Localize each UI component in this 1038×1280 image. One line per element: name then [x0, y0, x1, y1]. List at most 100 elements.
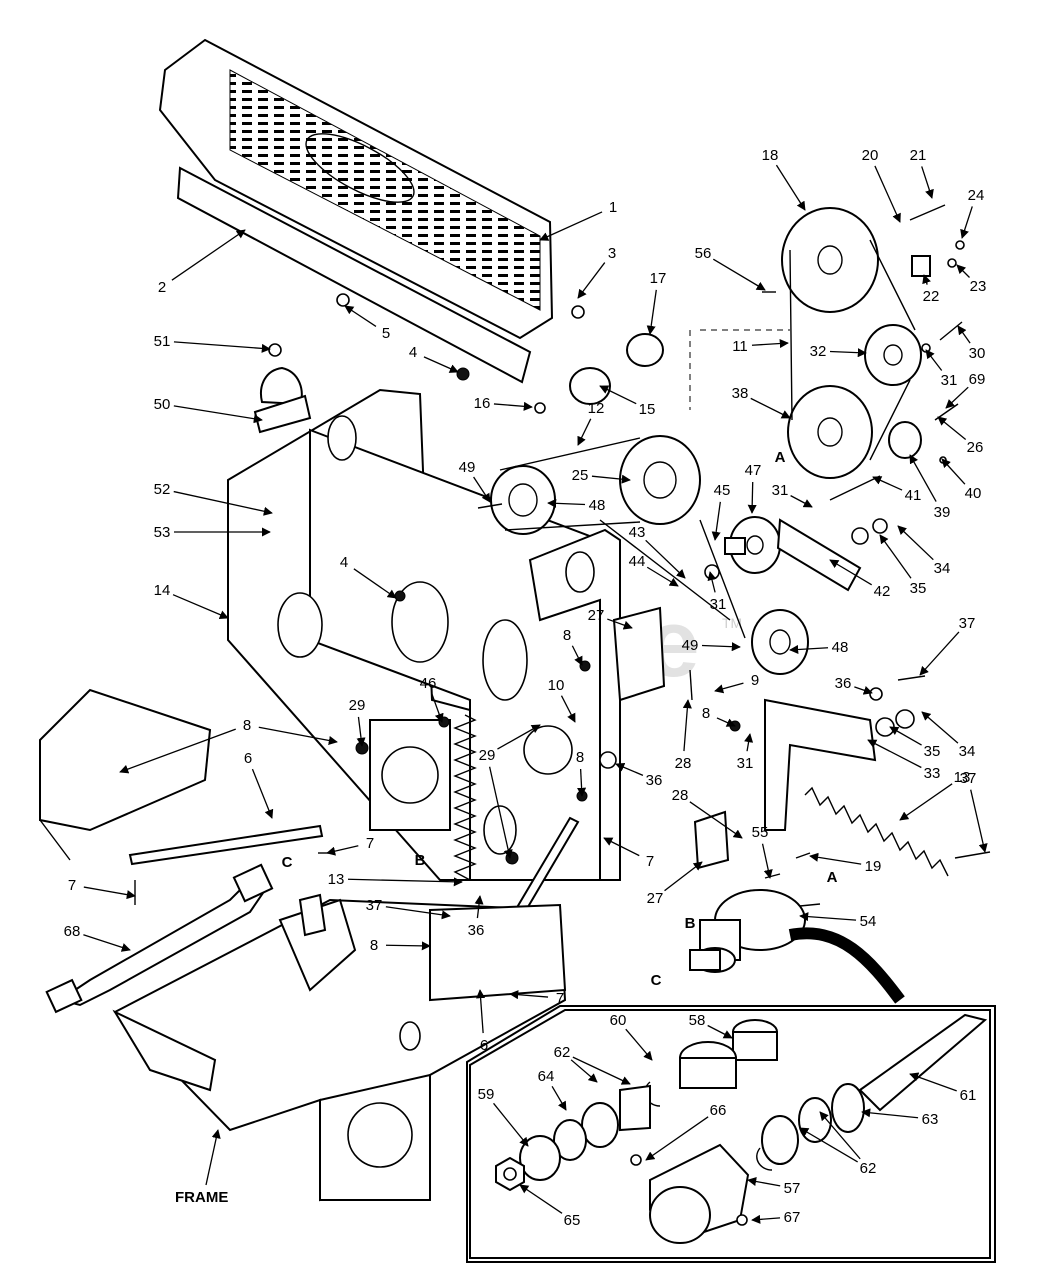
callout-leader: [646, 566, 679, 587]
callout-c-36b: 36: [646, 772, 663, 789]
callout-c-8b: 8: [243, 717, 251, 734]
callout-c-33: 33: [924, 765, 941, 782]
callout-leader: [356, 716, 366, 747]
callout-c-35a: 35: [910, 580, 927, 597]
drive-shaft: [45, 863, 274, 1014]
callout-leader: [960, 206, 973, 239]
pulley-group-left: [477, 435, 701, 535]
callout-c-39: 39: [934, 504, 951, 521]
callout-c-8c: 8: [702, 705, 710, 722]
callout-leader: [899, 783, 953, 821]
callout-leader: [789, 644, 829, 655]
callout-leader: [615, 762, 644, 776]
callout-c-17: 17: [650, 270, 667, 287]
callout-c-7b: 7: [646, 853, 654, 870]
callout-c-27a: 27: [588, 607, 605, 624]
callout-leader: [172, 594, 229, 619]
callout-leader: [326, 845, 359, 856]
callout-c-15: 15: [639, 401, 656, 418]
callout-leader: [625, 1028, 653, 1061]
callout-c-28b: 28: [672, 787, 689, 804]
callout-leader: [956, 264, 970, 278]
idler-assembly: [599, 475, 888, 675]
callout-leader: [547, 498, 586, 508]
spindle-detail-inset: [466, 1005, 996, 1263]
callout-c-10: 10: [548, 677, 565, 694]
pulley-group-right: [689, 204, 965, 479]
callout-c-8a: 8: [563, 627, 571, 644]
callout-leader: [577, 768, 587, 797]
callout-c-4a: 4: [409, 344, 417, 361]
callout-c-23: 23: [970, 278, 987, 295]
callout-leader: [829, 348, 867, 358]
callout-c-22: 22: [923, 288, 940, 305]
callout-c-69: 69: [969, 371, 986, 388]
callout-c-35b: 35: [924, 743, 941, 760]
callout-c-44: 44: [629, 553, 646, 570]
callout-leader: [258, 726, 338, 745]
callout-c-29a: 29: [349, 697, 366, 714]
callout-leader: [353, 568, 397, 599]
callout-c-16: 16: [474, 395, 491, 412]
callout-c-C1: C: [282, 854, 293, 871]
callout-c-36c: 36: [468, 922, 485, 939]
callout-leader: [509, 990, 549, 1000]
callout-leader: [347, 877, 463, 887]
callout-leader: [751, 338, 789, 349]
callout-leader: [921, 711, 959, 744]
callout-c-11: 11: [732, 338, 748, 355]
callout-leader: [572, 1056, 631, 1085]
spindle-housing: [689, 852, 905, 1004]
callout-c-34b: 34: [959, 743, 976, 760]
callout-leader: [925, 349, 943, 371]
callout-leader: [599, 385, 637, 405]
callout-c-30: 30: [969, 345, 986, 362]
callout-c-14: 14: [154, 582, 171, 599]
callout-leader: [790, 495, 813, 508]
callout-c-32: 32: [810, 343, 827, 360]
callout-c-46: 46: [420, 675, 437, 692]
frame-assembly: [39, 688, 567, 1202]
callout-c-18: 18: [762, 147, 779, 164]
callout-c-52: 52: [154, 481, 171, 498]
callout-c-27b: 27: [647, 890, 664, 907]
callout-leader: [493, 1102, 529, 1147]
callout-leader: [577, 418, 592, 446]
callout-leader: [344, 305, 377, 327]
callout-leader: [423, 356, 459, 373]
callout-leader: [712, 258, 766, 291]
callout-c-67: 67: [784, 1209, 801, 1226]
callout-c-31d: 31: [737, 755, 754, 772]
callout-c-B1: B: [415, 852, 426, 869]
callout-c-4b: 4: [340, 554, 348, 571]
callout-leader: [603, 837, 640, 857]
callout-c-50: 50: [154, 396, 171, 413]
callout-leader: [941, 458, 966, 485]
callout-leader: [872, 476, 903, 491]
callout-c-65: 65: [564, 1212, 581, 1229]
callout-c-48b: 48: [832, 639, 849, 656]
callout-leader: [645, 539, 686, 579]
callout-leader: [476, 989, 486, 1034]
callout-c-37a: 37: [959, 615, 976, 632]
callout-c-37c: 37: [366, 897, 383, 914]
callout-leader: [701, 642, 741, 652]
callout-leader: [854, 686, 873, 695]
callout-leader: [577, 262, 606, 299]
callout-c-59: 59: [478, 1086, 495, 1103]
callout-c-7a: 7: [366, 835, 374, 852]
callout-c-40: 40: [965, 485, 982, 502]
callout-leader: [909, 1072, 957, 1092]
callout-leader: [493, 401, 533, 411]
callout-c-13b: 13: [328, 871, 345, 888]
callout-c-8e: 8: [370, 937, 378, 954]
callout-leader: [945, 386, 969, 409]
springs: [453, 714, 991, 881]
callout-c-45: 45: [714, 482, 731, 499]
callout-c-25: 25: [572, 467, 589, 484]
callout-leader: [909, 454, 937, 502]
callout-leader: [173, 405, 263, 424]
callout-c-24: 24: [968, 187, 985, 204]
callout-c-37b: 37: [960, 770, 977, 787]
